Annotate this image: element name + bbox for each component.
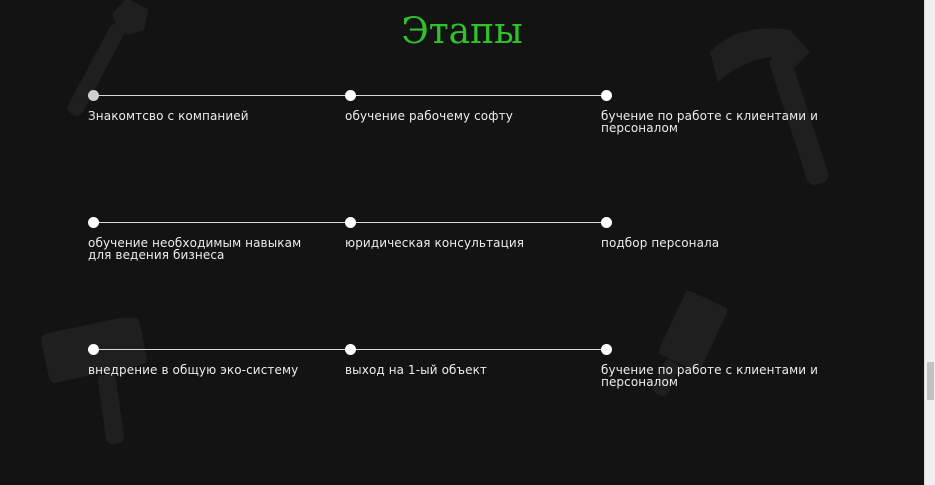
paint-brush-icon [652,290,728,397]
wrench-icon [67,0,149,116]
stage-label: Знакомтсво с компанией [88,109,249,123]
stage-dot [88,90,99,101]
stage-label: выход на 1-ый объект [345,363,488,377]
stage-dot [345,90,356,101]
stage-dot [601,90,612,101]
stages-row-2: обучение необходимым навыкам для ведения… [88,217,848,277]
stage-dot [345,217,356,228]
scrollbar-thumb[interactable] [927,362,934,400]
stages-row-3: внедрение в общую эко-систему выход на 1… [88,344,848,404]
stage-dot [88,217,99,228]
stage-label: обучение необходимым навыкам для ведения… [88,236,302,262]
stage-dot [601,217,612,228]
stage-label: обучение рабочему софту [345,109,513,123]
stage-label: подбор персонала [601,236,720,250]
stage-label: юридическая консультация [345,236,525,250]
hammer-icon [710,28,829,185]
stage-label: бучение по работе с клиентами и персонал… [601,363,818,389]
stages-row-1: Знакомтсво с компанией обучение рабочему… [88,90,848,150]
stage-dot [601,344,612,355]
stage-dot [88,344,99,355]
stage-dot [345,344,356,355]
stage-label: внедрение в общую эко-систему [88,363,299,377]
stage-label: бучение по работе с клиентами и персонал… [601,109,818,135]
section-title: Этапы [401,11,523,52]
vertical-scrollbar[interactable] [924,0,935,485]
